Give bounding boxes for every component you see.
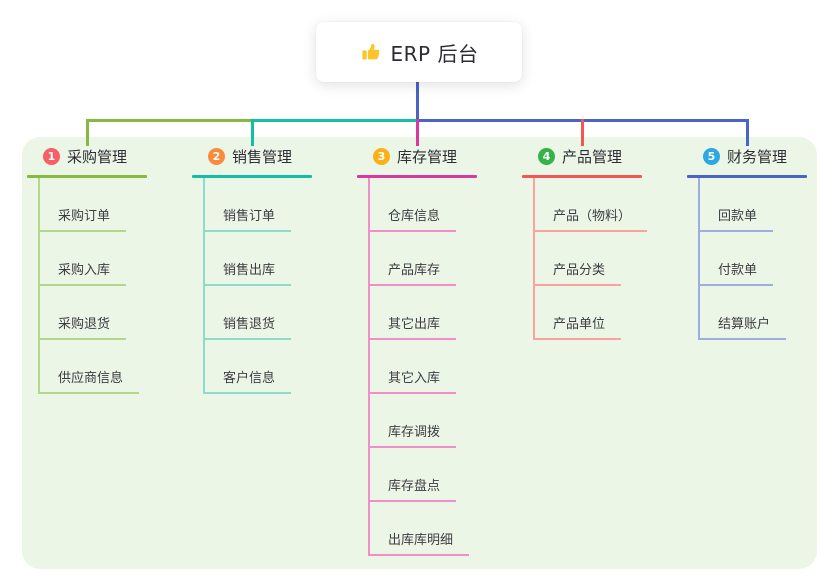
child-node-row: 产品库存 bbox=[357, 232, 517, 286]
branch-label: 销售管理 bbox=[232, 147, 293, 166]
child-node[interactable]: 结算账户 bbox=[698, 313, 787, 340]
branch-children: 回款单付款单结算账户 bbox=[687, 178, 839, 340]
child-node-row: 库存盘点 bbox=[357, 448, 517, 502]
branch-财务管理: 5 财务管理回款单付款单结算账户 bbox=[687, 137, 839, 340]
branch-underline bbox=[357, 175, 477, 178]
child-node[interactable]: 产品库存 bbox=[368, 259, 457, 286]
branch-label: 财务管理 bbox=[727, 147, 788, 166]
branch-drop-line bbox=[581, 119, 584, 146]
thumbs-up-icon bbox=[360, 41, 382, 63]
child-node-row: 采购订单 bbox=[27, 178, 187, 232]
child-node[interactable]: 采购退货 bbox=[38, 313, 127, 340]
branch-number-badge: 4 bbox=[538, 147, 555, 165]
child-node[interactable]: 产品分类 bbox=[533, 259, 622, 286]
branch-child-rail-line bbox=[38, 178, 40, 394]
child-node[interactable]: 仓库信息 bbox=[368, 205, 457, 232]
bus-segment-left bbox=[86, 119, 253, 122]
child-node[interactable]: 库存调拨 bbox=[368, 421, 457, 448]
child-node-row: 结算账户 bbox=[687, 286, 839, 340]
branch-children: 销售订单销售出库销售退货客户信息 bbox=[192, 178, 352, 394]
branch-underline bbox=[27, 175, 147, 178]
child-node-row: 产品单位 bbox=[522, 286, 682, 340]
branch-label: 采购管理 bbox=[67, 147, 128, 166]
branch-label: 产品管理 bbox=[562, 147, 623, 166]
child-node-row: 其它入库 bbox=[357, 340, 517, 394]
child-node[interactable]: 其它出库 bbox=[368, 313, 457, 340]
branch-number-badge: 5 bbox=[703, 147, 720, 165]
child-node-row: 采购退货 bbox=[27, 286, 187, 340]
child-node-row: 供应商信息 bbox=[27, 340, 187, 394]
child-node-row: 回款单 bbox=[687, 178, 839, 232]
root-node-erp[interactable]: ERP 后台 bbox=[316, 22, 522, 82]
root-stem-line bbox=[416, 82, 419, 122]
child-node[interactable]: 付款单 bbox=[698, 259, 774, 286]
branch-采购管理: 1 采购管理采购订单采购入库采购退货供应商信息 bbox=[27, 137, 187, 394]
branch-drop-line bbox=[86, 119, 89, 146]
branch-child-rail-line bbox=[368, 178, 370, 556]
branch-number-badge: 1 bbox=[43, 147, 60, 165]
branch-库存管理: 3 库存管理仓库信息产品库存其它出库其它入库库存调拨库存盘点出库库明细 bbox=[357, 137, 517, 556]
branch-drop-line bbox=[746, 119, 749, 146]
child-node-row: 销售出库 bbox=[192, 232, 352, 286]
child-node[interactable]: 采购入库 bbox=[38, 259, 127, 286]
branch-children: 仓库信息产品库存其它出库其它入库库存调拨库存盘点出库库明细 bbox=[357, 178, 517, 556]
child-node[interactable]: 客户信息 bbox=[203, 367, 292, 394]
branch-number-badge: 3 bbox=[373, 147, 390, 165]
bus-segment-middle bbox=[251, 119, 418, 122]
child-node-row: 销售退货 bbox=[192, 286, 352, 340]
child-node[interactable]: 销售退货 bbox=[203, 313, 292, 340]
child-node-row: 客户信息 bbox=[192, 340, 352, 394]
child-node-row: 库存调拨 bbox=[357, 394, 517, 448]
branch-销售管理: 2 销售管理销售订单销售出库销售退货客户信息 bbox=[192, 137, 352, 394]
branch-header[interactable]: 5 财务管理 bbox=[687, 137, 839, 175]
child-node-row: 其它出库 bbox=[357, 286, 517, 340]
child-node[interactable]: 销售订单 bbox=[203, 205, 292, 232]
branch-header[interactable]: 2 销售管理 bbox=[192, 137, 352, 175]
branch-header[interactable]: 3 库存管理 bbox=[357, 137, 517, 175]
child-node[interactable]: 库存盘点 bbox=[368, 475, 457, 502]
child-node[interactable]: 其它入库 bbox=[368, 367, 457, 394]
branch-header[interactable]: 1 采购管理 bbox=[27, 137, 187, 175]
branch-children: 产品（物料） 产品分类产品单位 bbox=[522, 178, 682, 340]
branch-child-rail-line bbox=[533, 178, 535, 340]
branch-label: 库存管理 bbox=[397, 147, 458, 166]
child-node-row: 出库库明细 bbox=[357, 502, 517, 556]
child-node[interactable]: 回款单 bbox=[698, 205, 774, 232]
child-node-row: 销售订单 bbox=[192, 178, 352, 232]
branch-underline bbox=[522, 175, 642, 178]
branch-underline bbox=[687, 175, 807, 178]
child-node[interactable]: 采购订单 bbox=[38, 205, 127, 232]
child-node[interactable]: 出库库明细 bbox=[368, 529, 470, 556]
child-node[interactable]: 供应商信息 bbox=[38, 367, 140, 394]
child-node-row: 产品分类 bbox=[522, 232, 682, 286]
branch-drop-line bbox=[251, 119, 254, 146]
branch-underline bbox=[192, 175, 312, 178]
branch-drop-line bbox=[416, 119, 419, 146]
branch-number-badge: 2 bbox=[208, 147, 225, 165]
branch-child-rail-line bbox=[203, 178, 205, 394]
child-node-row: 付款单 bbox=[687, 232, 839, 286]
branches-background-panel bbox=[22, 137, 817, 569]
branch-header[interactable]: 4 产品管理 bbox=[522, 137, 682, 175]
child-node-row: 采购入库 bbox=[27, 232, 187, 286]
root-node-title: ERP 后台 bbox=[390, 41, 479, 66]
branch-children: 采购订单采购入库采购退货供应商信息 bbox=[27, 178, 187, 394]
child-node[interactable]: 销售出库 bbox=[203, 259, 292, 286]
child-node-row: 仓库信息 bbox=[357, 178, 517, 232]
child-node-row: 产品（物料） bbox=[522, 178, 682, 232]
child-node[interactable]: 产品单位 bbox=[533, 313, 622, 340]
branch-产品管理: 4 产品管理产品（物料） 产品分类产品单位 bbox=[522, 137, 682, 340]
branch-child-rail-line bbox=[698, 178, 700, 340]
child-node[interactable]: 产品（物料） bbox=[533, 205, 648, 232]
